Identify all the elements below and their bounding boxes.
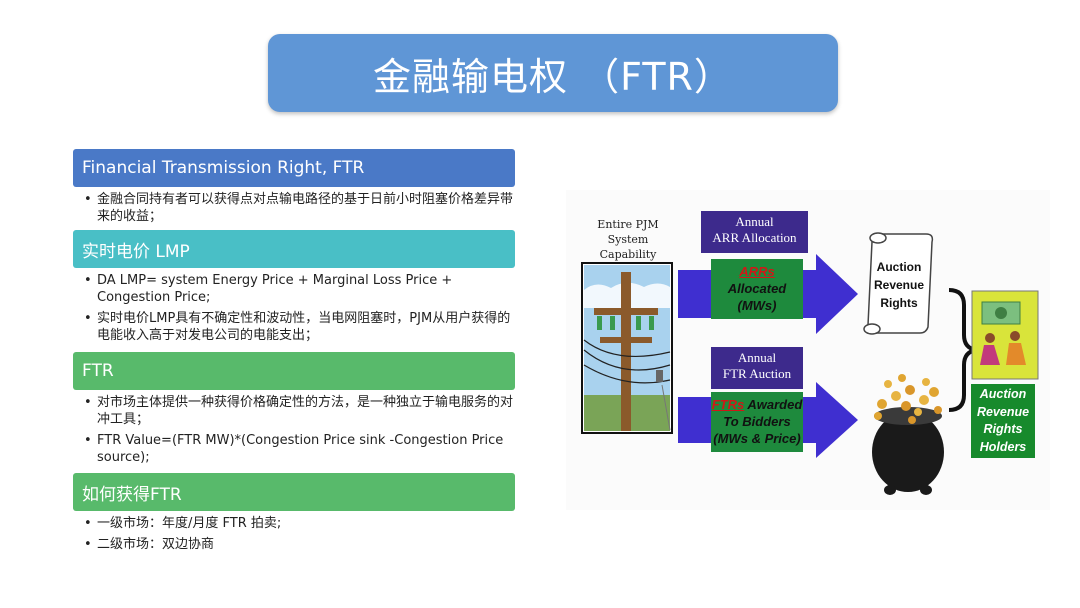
scroll-icon <box>863 232 934 335</box>
section-bullets-ftr: 对市场主体提供一种获得价格确定性的方法，是一种独立于输电服务的对冲工具； FTR… <box>84 394 514 470</box>
auction-revenue-rights-holders-box: Auction Revenue Rights Holders <box>971 384 1035 458</box>
bullet-item: 二级市场：双边协商 <box>84 536 514 553</box>
section-header-label: 如何获得FTR <box>82 484 182 505</box>
bullet-item: 金融合同持有者可以获得点对点输电路径的基于日前小时阻塞价格差异带来的收益； <box>84 191 514 225</box>
slide-title-box: 金融输电权 （FTR） <box>268 34 838 112</box>
section-header-ftr-definition: Financial Transmission Right, FTR <box>73 149 515 187</box>
ftr-process-diagram: Entire PJM System Capability Annual ARR … <box>566 190 1050 510</box>
arrs-allocated-box: ARRs Allocated (MWs) <box>711 259 803 319</box>
bullet-item: 对市场主体提供一种获得价格确定性的方法，是一种独立于输电服务的对冲工具； <box>84 394 514 428</box>
section-header-label: 实时电价 LMP <box>82 241 190 262</box>
slide-title: 金融输电权 （FTR） <box>373 54 733 99</box>
section-header-label: FTR <box>82 361 114 381</box>
ftrs-awarded-box: FTRs Awarded To Bidders (MWs & Price) <box>711 392 803 452</box>
section-bullets-ftr-definition: 金融合同持有者可以获得点对点输电路径的基于日前小时阻塞价格差异带来的收益； <box>84 191 514 229</box>
section-header-how-to-obtain: 如何获得FTR <box>73 473 515 511</box>
arr-allocation-box: Annual ARR Allocation <box>701 211 808 253</box>
section-bullets-lmp: DA LMP= system Energy Price + Marginal L… <box>84 272 514 348</box>
utility-pole-icon <box>581 262 673 434</box>
money-people-icon <box>971 290 1039 380</box>
section-bullets-how-to-obtain: 一级市场：年度/月度 FTR 拍卖; 二级市场：双边协商 <box>84 515 514 557</box>
section-header-label: Financial Transmission Right, FTR <box>82 158 365 178</box>
system-capability-label: Entire PJM System Capability <box>597 218 659 261</box>
bullet-item: 实时电价LMP具有不确定性和波动性，当电网阻塞时，PJM从用户获得的电能收入高于… <box>84 310 514 344</box>
section-header-lmp: 实时电价 LMP <box>73 230 515 268</box>
auction-revenue-rights-scroll-text: Auction Revenue Rights <box>873 260 925 310</box>
bullet-item: DA LMP= system Energy Price + Marginal L… <box>84 272 514 306</box>
bullet-item: 一级市场：年度/月度 FTR 拍卖; <box>84 515 514 532</box>
ftr-auction-box: Annual FTR Auction <box>711 347 803 389</box>
section-header-ftr: FTR <box>73 352 515 390</box>
bullet-item: FTR Value=(FTR MW)*(Congestion Price sin… <box>84 432 514 466</box>
pot-of-gold-icon <box>872 374 944 495</box>
